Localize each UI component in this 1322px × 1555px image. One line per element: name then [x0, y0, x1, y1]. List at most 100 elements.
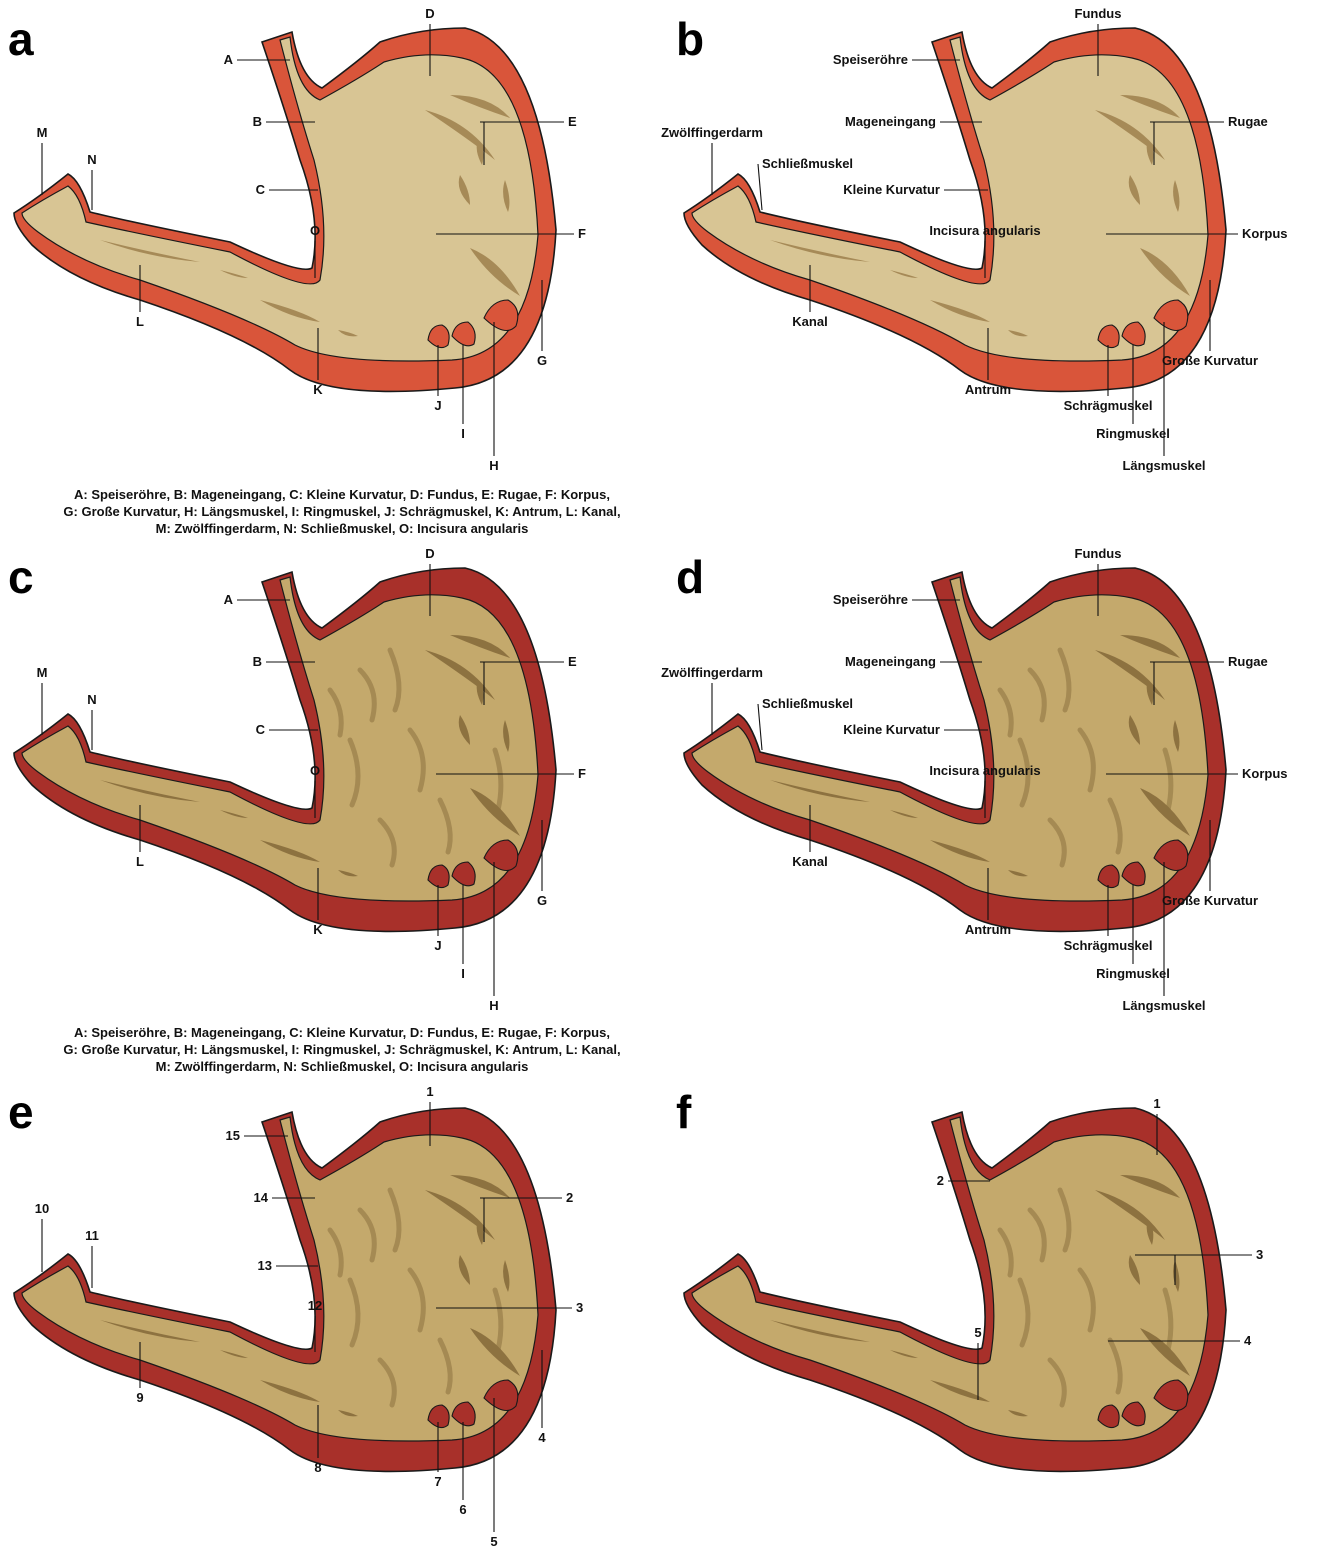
stomach-illustration [14, 28, 556, 391]
callout: Schließmuskel [758, 696, 853, 750]
callout-label: 2 [566, 1190, 573, 1205]
callout-label: Ringmuskel [1096, 426, 1170, 441]
callout-label: Mageneingang [845, 114, 936, 129]
callout-label: 3 [576, 1300, 583, 1315]
callout-label: 15 [226, 1128, 240, 1143]
callout-label: Kleine Kurvatur [843, 182, 940, 197]
callout-label: Kleine Kurvatur [843, 722, 940, 737]
callout-label: Speiseröhre [833, 52, 908, 67]
callout-label: F [578, 766, 586, 781]
callout-label: M [37, 665, 48, 680]
legend-line: G: Große Kurvatur, H: Längsmuskel, I: Ri… [12, 1041, 672, 1058]
callout-label: C [256, 722, 266, 737]
callout-label: O [310, 763, 320, 778]
callout-label: J [434, 398, 441, 413]
panel-letter: f [676, 1086, 692, 1138]
callout-label: Speiseröhre [833, 592, 908, 607]
callout-label: F [578, 226, 586, 241]
callout-label: Rugae [1228, 654, 1268, 669]
callout-label: Schrägmuskel [1064, 938, 1153, 953]
callout: Schließmuskel [758, 156, 853, 210]
callout-label: M [37, 125, 48, 140]
legend-line: M: Zwölffingerdarm, N: Schließmuskel, O:… [12, 1058, 672, 1075]
callout: 10 [35, 1201, 49, 1272]
callout-label: K [313, 922, 323, 937]
callout-label: B [253, 654, 262, 669]
callout-label: E [568, 654, 577, 669]
callout-label: Incisura angularis [929, 763, 1040, 778]
callout-label: Rugae [1228, 114, 1268, 129]
callout-label: Mageneingang [845, 654, 936, 669]
callout-label: Schrägmuskel [1064, 398, 1153, 413]
callout-label: G [537, 893, 547, 908]
callout-label: Große Kurvatur [1162, 893, 1258, 908]
callout-label: Zwölffingerdarm [661, 125, 763, 140]
legend-caption: A: Speiseröhre, B: Mageneingang, C: Klei… [12, 486, 672, 537]
callout-label: Große Kurvatur [1162, 353, 1258, 368]
callout-label: Ringmuskel [1096, 966, 1170, 981]
panel-f: f 1 2 3 4 5 [676, 1086, 1263, 1471]
stomach-illustration [684, 1108, 1226, 1471]
callout-label: 14 [254, 1190, 269, 1205]
callout-label: K [313, 382, 323, 397]
callout-label: Fundus [1075, 6, 1122, 21]
callout-label: H [489, 458, 498, 473]
legend-caption: A: Speiseröhre, B: Mageneingang, C: Klei… [12, 1024, 672, 1075]
callout-label: B [253, 114, 262, 129]
callout-label: 9 [136, 1390, 143, 1405]
callout-label: D [425, 546, 434, 561]
callout-label: 1 [426, 1084, 433, 1099]
panel-c: cABCDEFGHIJKLMNO [8, 546, 586, 1013]
panel-d: dFundusSpeiseröhreMageneingangRugaeZwölf… [661, 546, 1287, 1013]
callout-label: Schließmuskel [762, 696, 853, 711]
callout: N [87, 692, 96, 750]
callout-label: 2 [937, 1173, 944, 1188]
callout-label: A [224, 592, 234, 607]
callout-label: C [256, 182, 266, 197]
stomach-illustration [684, 28, 1226, 391]
legend-line: A: Speiseröhre, B: Mageneingang, C: Klei… [12, 1024, 672, 1041]
callout-label: I [461, 966, 465, 981]
callout-label: 13 [258, 1258, 272, 1273]
callout-label: Zwölffingerdarm [661, 665, 763, 680]
callout-label: 3 [1256, 1247, 1263, 1262]
callout-label: Antrum [965, 922, 1011, 937]
callout-label: 4 [1244, 1333, 1252, 1348]
callout-label: 5 [490, 1534, 497, 1549]
callout-label: 12 [308, 1298, 322, 1313]
callout-label: G [537, 353, 547, 368]
callout-label: 6 [459, 1502, 466, 1517]
callout-label: E [568, 114, 577, 129]
callout: Kleine Kurvatur [843, 722, 988, 737]
callout-label: D [425, 6, 434, 21]
callout-label: Kanal [792, 854, 827, 869]
callout-label: Korpus [1242, 766, 1288, 781]
callout-label: 5 [974, 1325, 981, 1340]
callout-label: L [136, 314, 144, 329]
callout-label: N [87, 692, 96, 707]
legend-line: A: Speiseröhre, B: Mageneingang, C: Klei… [12, 486, 672, 503]
callout-label: J [434, 938, 441, 953]
callout-label: 10 [35, 1201, 49, 1216]
callout: M [37, 125, 48, 195]
stomach-illustration [14, 568, 556, 931]
callout: 11 [85, 1228, 99, 1288]
stomach-illustration [14, 1108, 556, 1471]
callout: M [37, 665, 48, 735]
callout-label: A [224, 52, 234, 67]
legend-line: M: Zwölffingerdarm, N: Schließmuskel, O:… [12, 520, 672, 537]
panel-letter: c [8, 551, 34, 603]
legend-line: G: Große Kurvatur, H: Längsmuskel, I: Ri… [12, 503, 672, 520]
callout-label: 8 [314, 1460, 321, 1475]
callout-label: 1 [1153, 1096, 1160, 1111]
callout-label: N [87, 152, 96, 167]
callout-label: H [489, 998, 498, 1013]
callout-label: Antrum [965, 382, 1011, 397]
callout: Kleine Kurvatur [843, 182, 988, 197]
callout: N [87, 152, 96, 210]
panel-a: aABCDEFGHIJKLMNO [8, 6, 586, 473]
callout-label: Fundus [1075, 546, 1122, 561]
